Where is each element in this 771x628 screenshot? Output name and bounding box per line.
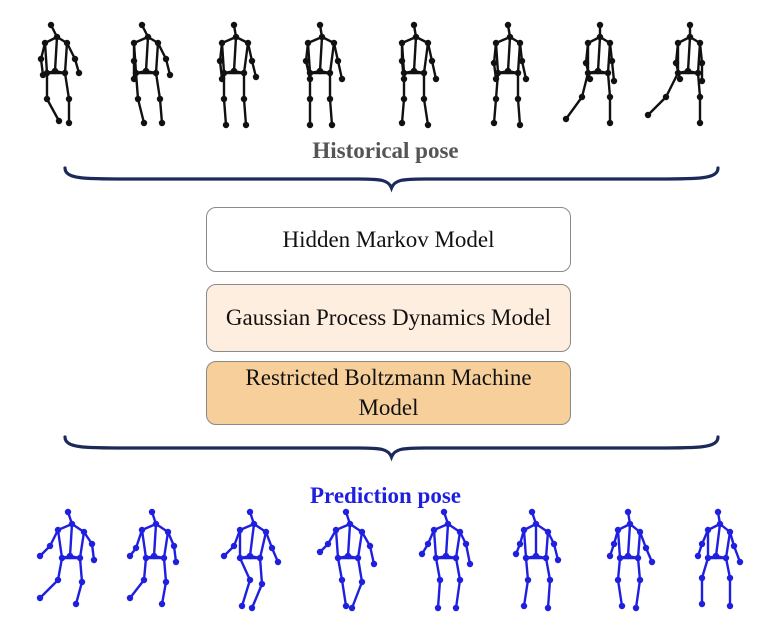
prediction-pose-figure-1	[36, 508, 98, 608]
historical-pose-figure-3	[216, 21, 260, 129]
historical-pose-figure-1	[37, 21, 83, 127]
prediction-pose-figure-7	[606, 508, 656, 612]
historical-pose-figure-4	[302, 21, 346, 129]
historical-pose-figure-7	[562, 21, 618, 127]
historical-pose-figure-6	[490, 21, 530, 129]
prediction-pose-figure-6	[512, 508, 562, 612]
restricted-boltzmann-machine-model-box: Restricted Boltzmann Machine Model	[206, 361, 571, 425]
gaussian-process-dynamics-model-label: Gaussian Process Dynamics Model	[225, 305, 552, 330]
hidden-markov-model-label: Hidden Markov Model	[282, 226, 495, 252]
historical-brace	[63, 166, 720, 193]
prediction-pose-figure-5	[418, 508, 474, 612]
gaussian-process-dynamics-model-box: Gaussian Process Dynamics Model	[206, 284, 571, 352]
historical-pose-figure-8	[644, 21, 706, 127]
prediction-pose-figure-4	[316, 508, 378, 612]
prediction-pose-figure-8	[694, 508, 744, 610]
historical-pose-figure-2	[130, 21, 174, 127]
restricted-boltzmann-machine-model-label: Restricted Boltzmann Machine Model	[245, 365, 532, 420]
historical-pose-label: Historical pose	[312, 138, 459, 163]
prediction-pose-label: Prediction pose	[310, 483, 461, 508]
prediction-pose-figure-2	[126, 508, 180, 608]
prediction-pose-figure-3	[220, 508, 282, 612]
prediction-brace	[63, 435, 720, 462]
historical-pose-figure-5	[398, 21, 440, 129]
hidden-markov-model-box: Hidden Markov Model	[206, 207, 571, 272]
